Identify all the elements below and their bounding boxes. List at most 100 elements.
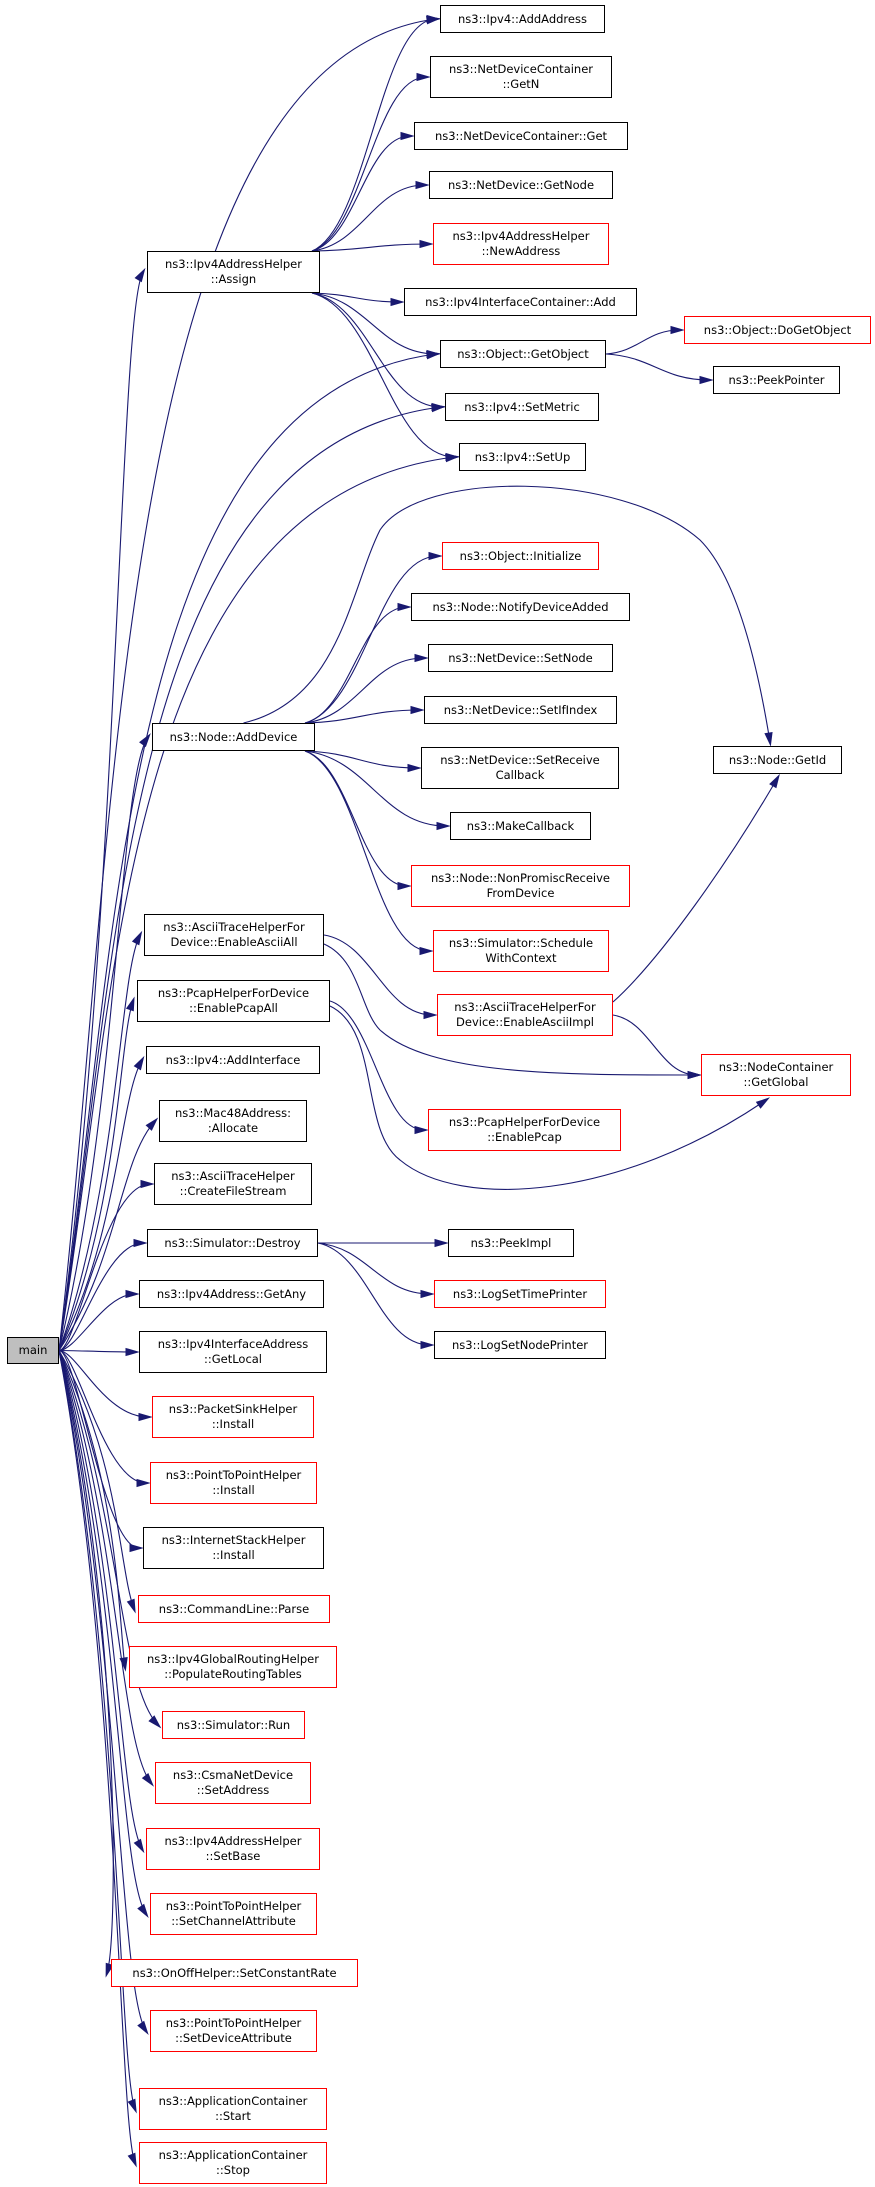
call-edge-arrowhead [434,1238,449,1248]
function-node-netdevice-setreceivecallback[interactable]: ns3::NetDevice::SetReceive Callback [421,747,619,789]
function-node-ndc-get[interactable]: ns3::NetDeviceContainer::Get [414,122,628,150]
function-node-ipv4addrhelper-assign[interactable]: ns3::Ipv4AddressHelper ::Assign [147,251,320,293]
call-edge-arrowhead [431,402,446,412]
function-node-node-nonpromisc[interactable]: ns3::Node::NonPromiscReceive FromDevice [411,865,630,907]
call-edge-arrowhead [445,452,460,462]
function-node-packetsinkhelper-install[interactable]: ns3::PacketSinkHelper ::Install [152,1396,314,1438]
call-edge-arrowhead [426,14,441,24]
function-node-p2phelper-setdeviceattribute[interactable]: ns3::PointToPointHelper ::SetDeviceAttri… [150,2010,317,2052]
call-edge-arrowhead [414,1125,429,1135]
function-node-asciitracehelper-createfilestream[interactable]: ns3::AsciiTraceHelper ::CreateFileStream [154,1163,312,1205]
call-edge-arrowhead [131,930,143,946]
call-edge [58,353,437,1351]
function-node-nodecontainer-getglobal[interactable]: ns3::NodeContainer ::GetGlobal [701,1054,851,1096]
call-edge [58,1120,156,1351]
call-edge [311,292,456,458]
call-edge-arrowhead [126,1598,136,1614]
call-edge [243,485,771,743]
function-node-p2phelper-setchannelattribute[interactable]: ns3::PointToPointHelper ::SetChannelAttr… [150,1893,317,1935]
function-node-mac48address-allocate[interactable]: ns3::Mac48Address: :Allocate [159,1100,307,1142]
call-edge [311,76,427,252]
call-edge-arrowhead [129,1543,144,1553]
function-node-csmanetdevice-setaddress[interactable]: ns3::CsmaNetDevice ::SetAddress [155,1762,311,1804]
function-node-object-dogetobject[interactable]: ns3::Object::DoGetObject [684,316,871,344]
function-node-ipv4addrhelper-newaddress[interactable]: ns3::Ipv4AddressHelper ::NewAddress [433,223,609,265]
call-edge [329,1000,425,1131]
function-node-peekimpl[interactable]: ns3::PeekImpl [448,1229,574,1257]
call-edge [58,1350,152,1784]
function-node-object-initialize[interactable]: ns3::Object::Initialize [442,542,599,570]
function-node-appcontainer-stop[interactable]: ns3::ApplicationContainer ::Stop [139,2142,327,2184]
function-node-ipv4ifcont-add[interactable]: ns3::Ipv4InterfaceContainer::Add [404,288,637,316]
function-node-ipv4-addaddress[interactable]: ns3::Ipv4::AddAddress [440,5,605,33]
call-edge-arrowhead [415,180,430,190]
function-node-asciitracehelperfordevice-enableasciiimpl[interactable]: ns3::AsciiTraceHelperFor Device::EnableA… [437,994,613,1036]
function-node-netdevice-setnode[interactable]: ns3::NetDevice::SetNode [428,644,613,672]
function-node-pcaphelperfordevice-enablepcap[interactable]: ns3::PcapHelperForDevice ::EnablePcap [428,1109,621,1151]
function-node-ipv4address-getany[interactable]: ns3::Ipv4Address::GetAny [139,1280,324,1308]
function-node-ipv4-setup[interactable]: ns3::Ipv4::SetUp [459,443,586,471]
call-edge-arrowhead [400,131,415,141]
call-edge-arrowhead [769,773,780,789]
function-node-makecallback[interactable]: ns3::MakeCallback [450,812,591,840]
call-edge [58,456,456,1351]
call-edge [58,1350,135,1610]
function-node-ndc-getn[interactable]: ns3::NetDeviceContainer ::GetN [430,56,612,98]
call-edge [58,934,141,1351]
function-node-logsettimeprinter[interactable]: ns3::LogSetTimePrinter [434,1280,606,1308]
call-edge [329,1005,767,1190]
function-node-node-adddevice[interactable]: ns3::Node::AddDevice [152,723,315,751]
call-edge-arrowhead [670,325,685,335]
call-edge-arrowhead [127,2152,137,2168]
call-edge [58,18,437,1351]
function-node-netdevice-getnode[interactable]: ns3::NetDevice::GetNode [429,171,613,199]
function-node-ipv4globalrouting-populate[interactable]: ns3::Ipv4GlobalRoutingHelper ::PopulateR… [129,1646,337,1688]
function-node-ipv4-addinterface[interactable]: ns3::Ipv4::AddInterface [146,1046,320,1074]
call-edge [605,329,681,355]
call-edge-arrowhead [423,1010,438,1020]
call-edge-arrowhead [428,551,443,561]
call-edge [304,750,447,827]
function-node-netdevice-setifindex[interactable]: ns3::NetDevice::SetIfIndex [424,696,617,724]
function-node-p2phelper-install[interactable]: ns3::PointToPointHelper ::Install [150,1462,317,1504]
function-node-object-getobject[interactable]: ns3::Object::GetObject [440,340,606,368]
function-node-appcontainer-start[interactable]: ns3::ApplicationContainer ::Start [139,2088,327,2130]
call-edge [58,1349,136,1353]
function-node-simulator-destroy[interactable]: ns3::Simulator::Destroy [147,1229,318,1257]
call-edge [311,184,426,252]
call-edge [304,657,425,724]
call-edge-arrowhead [137,2020,149,2035]
function-node-commandline-parse[interactable]: ns3::CommandLine::Parse [138,1595,330,1623]
call-edge-arrowhead [127,2098,137,2114]
function-node-ipv4ifaddr-getlocal[interactable]: ns3::Ipv4InterfaceAddress ::GetLocal [139,1331,327,1373]
function-node-ipv4-setmetric[interactable]: ns3::Ipv4::SetMetric [445,393,599,421]
function-node-asciitracehelperfordevice-enableasciiall[interactable]: ns3::AsciiTraceHelperFor Device::EnableA… [144,914,324,956]
call-edge [323,934,434,1016]
call-edge-arrowhead [390,297,405,307]
function-node-node-getid[interactable]: ns3::Node::GetId [713,746,842,774]
call-edge-arrowhead [699,375,714,385]
function-node-simulator-schedulewithcontext[interactable]: ns3::Simulator::Schedule WithContext [433,930,609,972]
function-node-onoffhelper-setconstantrate[interactable]: ns3::OnOffHelper::SetConstantRate [111,1959,358,1987]
call-edge [58,1350,159,1726]
call-edge [304,709,421,724]
function-node-simulator-run[interactable]: ns3::Simulator::Run [162,1711,305,1739]
call-edge [311,292,442,408]
function-node-internetstackhelper-install[interactable]: ns3::InternetStackHelper ::Install [143,1527,324,1569]
function-node-node-notifydeviceadded[interactable]: ns3::Node::NotifyDeviceAdded [411,593,630,621]
function-node-logsetnodeprinter[interactable]: ns3::LogSetNodePrinter [434,1331,606,1359]
call-edge-arrowhead [145,1117,159,1131]
call-edge [311,135,411,252]
call-edge [58,1350,126,1668]
call-edge [58,1350,114,1974]
call-edge [58,1349,140,1549]
call-edge-arrowhead [397,602,412,612]
function-node-pcaphelperfordevice-enablepcapall[interactable]: ns3::PcapHelperForDevice ::EnablePcapAll [137,980,330,1022]
function-node-ipv4addrhelper-setbase[interactable]: ns3::Ipv4AddressHelper ::SetBase [146,1828,320,1870]
call-edge-arrowhead [407,763,422,773]
function-node-peekpointer[interactable]: ns3::PeekPointer [713,366,840,394]
call-edge [58,1350,147,1915]
call-edge [311,243,430,252]
call-edge-arrowhead [138,1412,153,1422]
